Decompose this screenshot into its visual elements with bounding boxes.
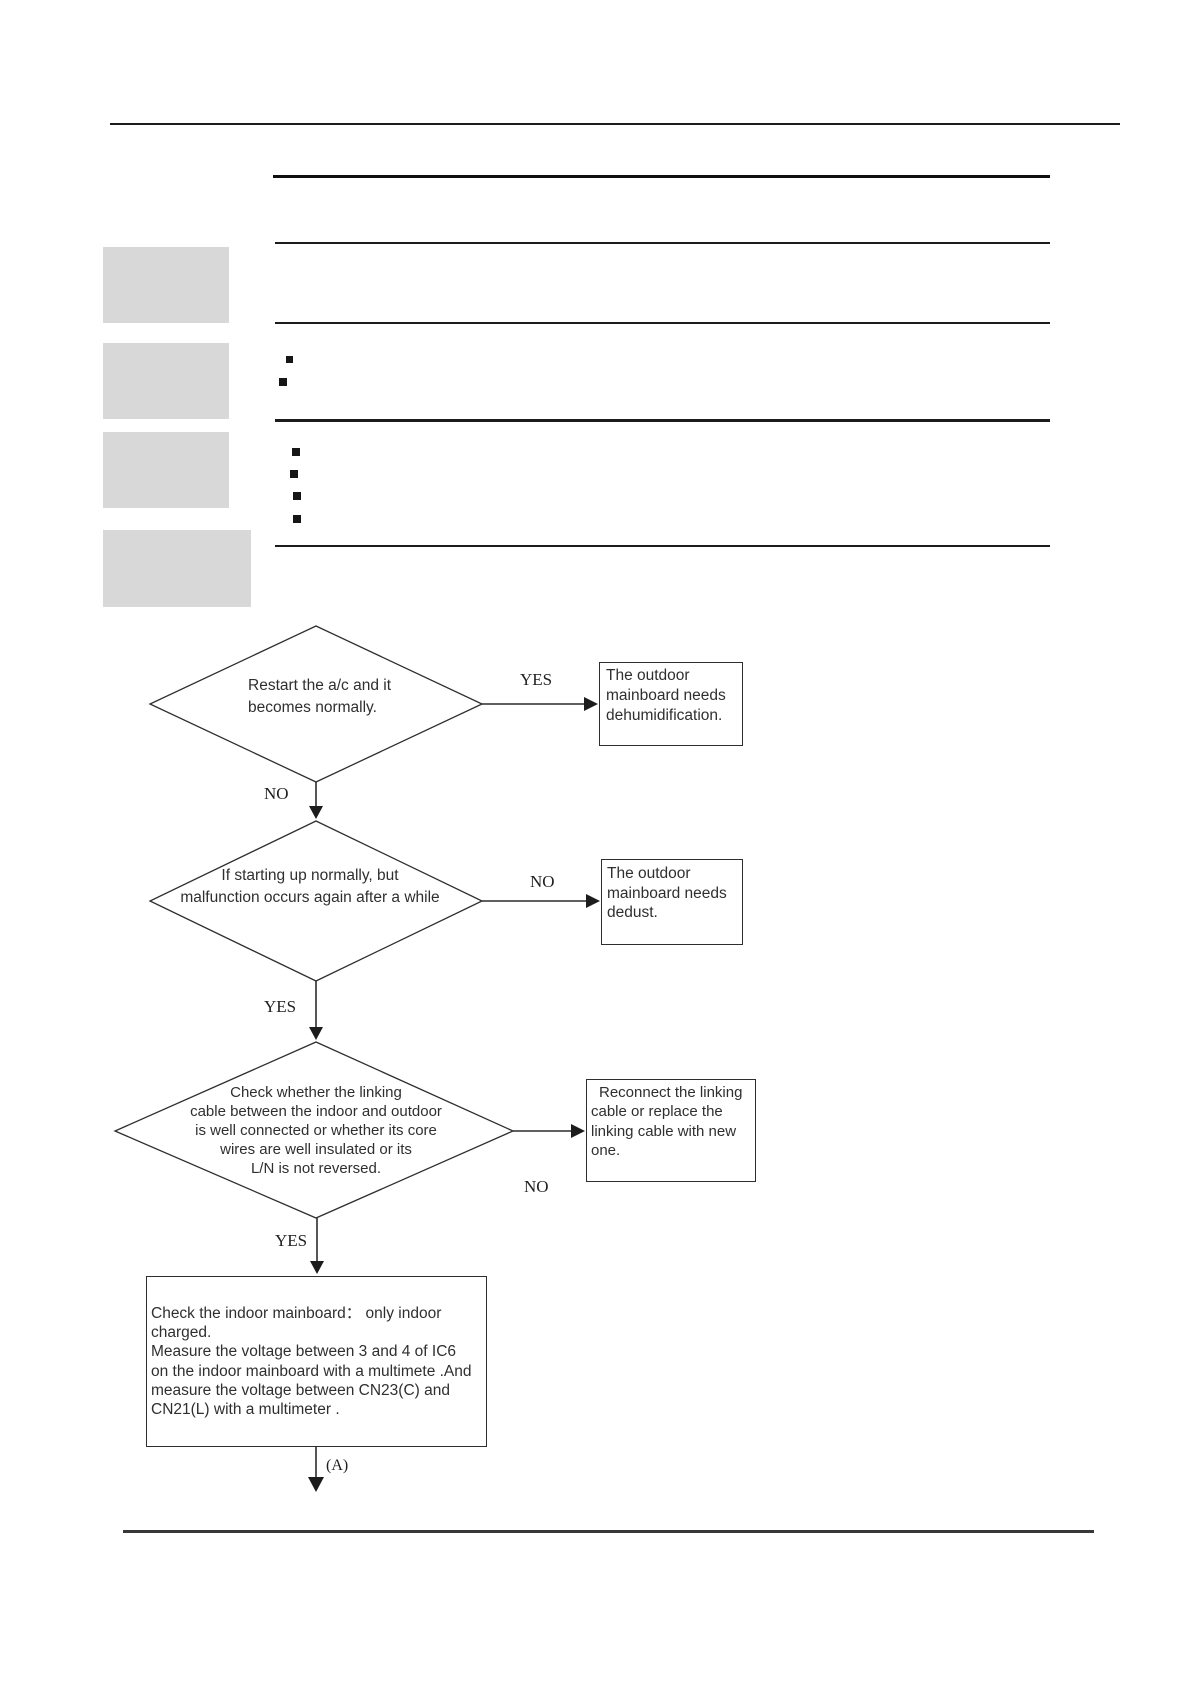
result-line: linking cable with new bbox=[591, 1122, 737, 1140]
process-line: measure the voltage between CN23(C) and bbox=[151, 1381, 450, 1399]
bullet-icon bbox=[290, 470, 298, 478]
result-line: mainboard needs bbox=[606, 687, 726, 704]
decision-line: Restart the a/c and it bbox=[248, 677, 392, 694]
sidebar-block-2 bbox=[103, 343, 229, 419]
sidebar-block-3 bbox=[103, 432, 229, 508]
process-box: Check the indoor mainboard： only indoor … bbox=[146, 1276, 487, 1447]
result-line: Reconnect the linking bbox=[599, 1084, 743, 1101]
process-line: Measure the voltage between 3 and 4 of I… bbox=[151, 1343, 457, 1361]
decision-line: Check whether the linking bbox=[230, 1084, 402, 1101]
decision-line: L/N is not reversed. bbox=[250, 1160, 382, 1177]
section-rule-2 bbox=[275, 322, 1050, 324]
result-line: The outdoor bbox=[606, 667, 690, 684]
page-top-rule bbox=[110, 123, 1120, 125]
decision-3-text: Check whether the linking cable between … bbox=[116, 1083, 516, 1178]
decision-line: becomes normally. bbox=[248, 699, 377, 716]
section-rule-1 bbox=[275, 242, 1050, 244]
process-line: Check the indoor mainboard： only indoor bbox=[151, 1305, 442, 1322]
decision-line: wires are well insulated or its bbox=[220, 1141, 412, 1158]
bullet-icon bbox=[293, 515, 301, 523]
label-yes-1: YES bbox=[520, 670, 553, 689]
result-line: dehumidification. bbox=[606, 707, 723, 724]
label-yes-3: YES bbox=[275, 1231, 308, 1250]
label-yes-2: YES bbox=[264, 997, 297, 1016]
arrowhead-right-icon bbox=[586, 894, 600, 908]
decision-line: is well connected or whether its core bbox=[195, 1122, 437, 1139]
decision-line: malfunction occurs again after a while bbox=[180, 889, 440, 906]
title-rule bbox=[273, 175, 1050, 178]
decision-2-text: If starting up normally, but malfunction… bbox=[110, 865, 510, 909]
sidebar-block-4 bbox=[103, 530, 251, 607]
page-bottom-rule bbox=[123, 1530, 1094, 1533]
arrowhead-right-icon bbox=[571, 1124, 585, 1138]
result-line: one. bbox=[591, 1141, 621, 1159]
arrowhead-down-icon bbox=[309, 1027, 323, 1040]
result-box-3: Reconnect the linking cable or replace t… bbox=[586, 1079, 756, 1182]
decision-line: cable between the indoor and outdoor bbox=[190, 1103, 442, 1120]
arrowhead-down-icon bbox=[310, 1261, 324, 1274]
result-line: cable or replace the bbox=[591, 1103, 723, 1121]
bullet-icon bbox=[292, 448, 300, 456]
process-line: CN21(L) with a multimeter . bbox=[151, 1401, 340, 1419]
bullet-icon bbox=[286, 356, 293, 363]
result-line: dedust. bbox=[607, 904, 658, 921]
label-no-3: NO bbox=[524, 1177, 549, 1196]
result-box-1: The outdoor mainboard needs dehumidifica… bbox=[599, 662, 743, 746]
decision-diamond-3 bbox=[113, 1041, 515, 1219]
arrowhead-right-icon bbox=[584, 697, 598, 711]
decision-1-text: Restart the a/c and it becomes normally. bbox=[248, 675, 391, 719]
process-line: charged. bbox=[151, 1324, 212, 1342]
process-line: on the indoor mainboard with a multimete… bbox=[151, 1362, 472, 1380]
arrowhead-down-icon bbox=[309, 806, 323, 819]
label-a-ref: (A) bbox=[326, 1457, 349, 1474]
result-box-2: The outdoor mainboard needs dedust. bbox=[601, 859, 743, 945]
result-line: The outdoor bbox=[607, 865, 691, 882]
section-rule-3 bbox=[275, 419, 1050, 422]
sidebar-block-1 bbox=[103, 247, 229, 323]
label-no-1: NO bbox=[264, 784, 289, 803]
result-line: mainboard needs bbox=[607, 884, 727, 902]
label-no-2: NO bbox=[530, 872, 555, 891]
section-rule-4 bbox=[275, 545, 1050, 547]
bullet-icon bbox=[293, 492, 301, 500]
bullet-icon bbox=[279, 378, 287, 386]
decision-line: If starting up normally, but bbox=[221, 867, 399, 884]
arrowhead-down-icon bbox=[308, 1477, 324, 1492]
